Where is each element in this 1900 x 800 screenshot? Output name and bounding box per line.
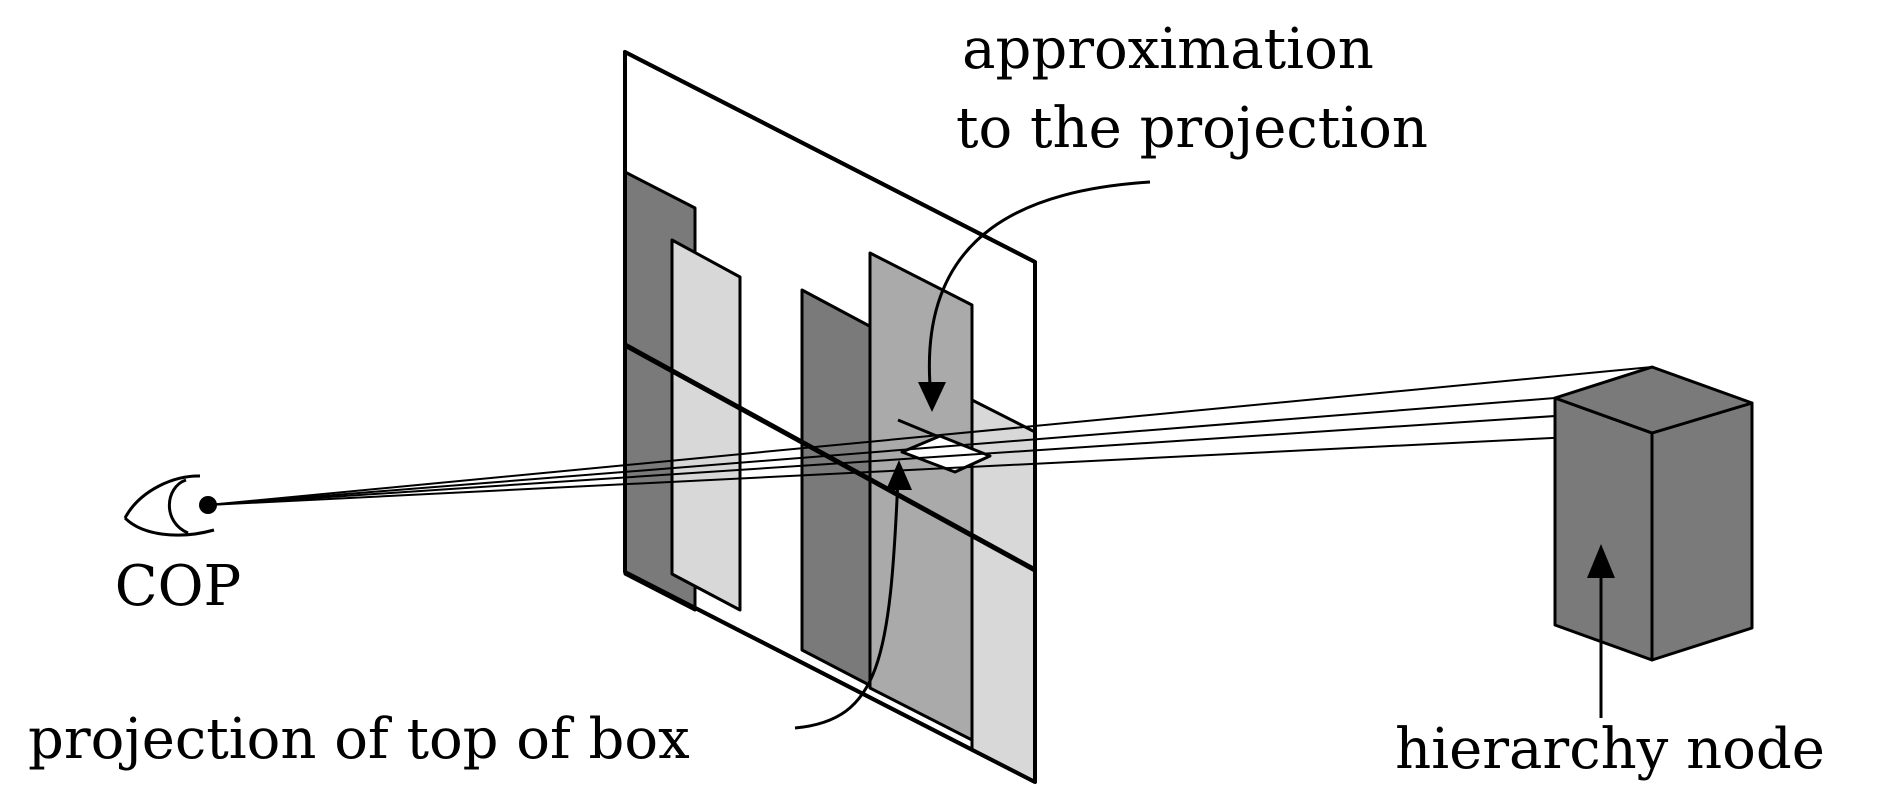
eye-icon bbox=[123, 474, 217, 537]
approximation-arrowhead bbox=[918, 382, 946, 412]
eye-lower-lid bbox=[123, 516, 215, 537]
box-front-face bbox=[1553, 396, 1654, 662]
scanline bbox=[623, 342, 1037, 573]
plane-edge-top bbox=[623, 50, 1037, 782]
ray-4 bbox=[207, 397, 1556, 506]
eye-upper-lid bbox=[123, 474, 201, 519]
projected-top-quad bbox=[900, 434, 992, 474]
hierarchy-node-box bbox=[1553, 365, 1754, 662]
label-approximation-line1: approximation bbox=[962, 17, 1374, 82]
eye-iris bbox=[167, 478, 189, 535]
projection-rays bbox=[207, 366, 1753, 506]
bar-4-medium bbox=[868, 251, 974, 742]
label-approximation-line2: to the projection bbox=[956, 96, 1428, 161]
arrows bbox=[794, 180, 1603, 730]
label-hierarchy-node: hierarchy node bbox=[1395, 717, 1825, 782]
bar-2-light bbox=[670, 238, 742, 612]
projection-arrowhead bbox=[886, 460, 912, 490]
ray-2 bbox=[207, 402, 1753, 506]
box-top-face bbox=[1553, 365, 1754, 435]
box-side-face bbox=[1650, 401, 1754, 662]
node-arrowhead bbox=[1587, 544, 1615, 578]
label-cop: COP bbox=[115, 554, 241, 619]
image-plane bbox=[623, 50, 1037, 784]
label-projection-of-top: projection of top of box bbox=[28, 707, 690, 772]
ray-1 bbox=[207, 366, 1653, 506]
arrowheads bbox=[886, 382, 1615, 578]
bar-3-dark bbox=[800, 288, 877, 690]
eye-pupil-cop bbox=[199, 496, 217, 514]
projection-arrow-shaft bbox=[794, 477, 900, 730]
ray-3 bbox=[207, 432, 1653, 506]
approximation-arrow-shaft bbox=[927, 180, 1151, 386]
plane-edge-bottom bbox=[624, 570, 1036, 784]
